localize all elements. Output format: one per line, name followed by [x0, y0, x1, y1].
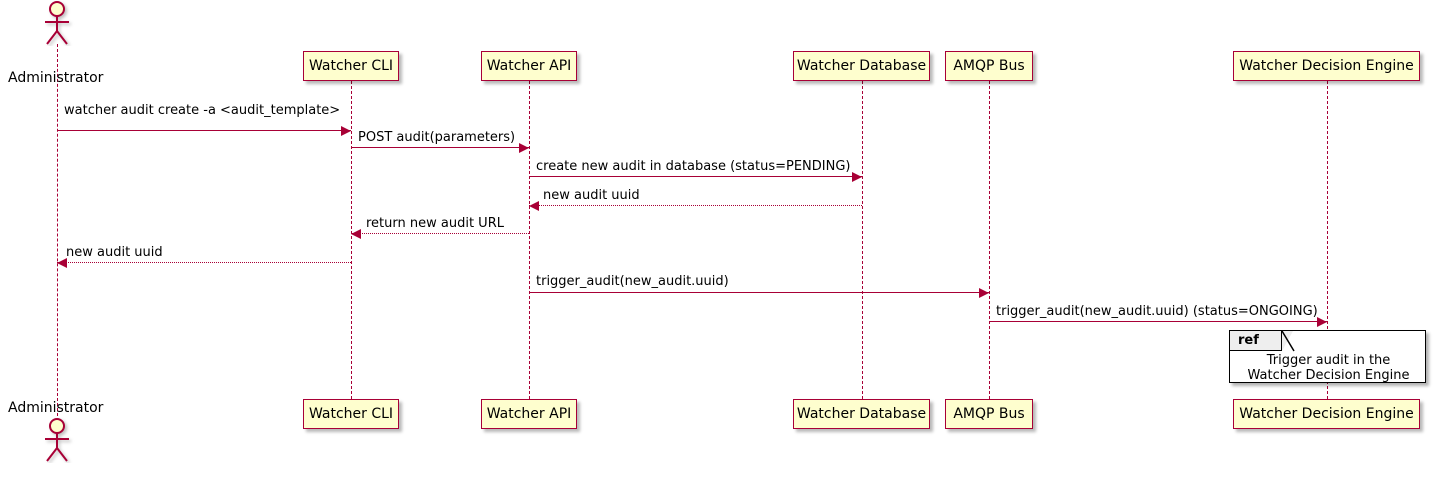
- participant-amqp-bus-bottom[interactable]: AMQP Bus: [945, 399, 1033, 429]
- actor-label-top: Administrator: [8, 70, 104, 86]
- message-label-m1: watcher audit create -a <audit_template>: [64, 103, 341, 118]
- arrow-head-right-m1: [341, 125, 351, 136]
- arrow-head-right-m2: [519, 142, 529, 153]
- lifeline-amqp-bus: [989, 81, 990, 399]
- message-line-m6: [57, 262, 351, 263]
- participant-label: Watcher Database: [796, 58, 927, 74]
- arrow-head-left-m4: [529, 200, 539, 211]
- message-line-m2: [351, 147, 529, 148]
- message-line-m1: [57, 130, 351, 131]
- lifeline-administrator: [57, 44, 58, 416]
- message-label-m4: new audit uuid: [543, 188, 640, 203]
- arrow-head-right-m8: [1317, 316, 1327, 327]
- message-line-m5: [351, 233, 529, 234]
- actor-label-bottom: Administrator: [8, 400, 104, 416]
- lifeline-watcher-cli: [351, 81, 352, 399]
- ref-fragment-body-line1: Trigger audit in the: [1266, 353, 1391, 368]
- participant-label: Watcher API: [486, 58, 572, 74]
- participant-watcher-database-top[interactable]: Watcher Database: [793, 51, 930, 81]
- participant-label: Watcher API: [486, 406, 572, 422]
- participant-watcher-api-bottom[interactable]: Watcher API: [481, 399, 577, 429]
- lifeline-decision-engine: [1327, 81, 1328, 399]
- participant-label: AMQP Bus: [953, 58, 1025, 74]
- message-label-m8: trigger_audit(new_audit.uuid) (status=ON…: [996, 304, 1318, 319]
- participant-label: Watcher Decision Engine: [1239, 58, 1414, 74]
- participant-label: Watcher Decision Engine: [1239, 406, 1414, 422]
- lifeline-watcher-api: [529, 81, 530, 399]
- message-line-m8: [989, 321, 1327, 322]
- arrow-head-right-m7: [979, 287, 989, 298]
- message-label-m2: POST audit(parameters): [358, 130, 516, 145]
- message-line-m7: [529, 292, 989, 293]
- participant-decision-engine-top[interactable]: Watcher Decision Engine: [1233, 51, 1420, 81]
- arrow-head-left-m5: [351, 228, 361, 239]
- lifeline-watcher-database: [862, 81, 863, 399]
- participant-watcher-cli-top[interactable]: Watcher CLI: [303, 51, 399, 81]
- message-label-m7: trigger_audit(new_audit.uuid): [536, 274, 729, 289]
- message-label-m5: return new audit URL: [366, 216, 504, 231]
- participant-watcher-database-bottom[interactable]: Watcher Database: [793, 399, 930, 429]
- participant-watcher-api-top[interactable]: Watcher API: [481, 51, 577, 81]
- message-label-m6: new audit uuid: [66, 245, 163, 260]
- ref-fragment-body-line2: Watcher Decision Engine: [1247, 368, 1410, 383]
- participant-label: Watcher CLI: [308, 58, 394, 74]
- ref-fragment-tab-notch-edge: [1281, 330, 1297, 352]
- participant-label: Watcher CLI: [308, 406, 394, 422]
- participant-watcher-cli-bottom[interactable]: Watcher CLI: [303, 399, 399, 429]
- participant-label: Watcher Database: [796, 406, 927, 422]
- actor-figure-bottom: [35, 417, 79, 463]
- participant-label: AMQP Bus: [953, 406, 1025, 422]
- arrow-head-right-m3: [852, 171, 862, 182]
- ref-fragment-tab-label: ref: [1238, 333, 1259, 348]
- participant-amqp-bus-top[interactable]: AMQP Bus: [945, 51, 1033, 81]
- arrow-head-left-m6: [57, 257, 67, 268]
- message-line-m4: [529, 205, 862, 206]
- participant-decision-engine-bottom[interactable]: Watcher Decision Engine: [1233, 399, 1420, 429]
- ref-fragment-tab: ref: [1230, 331, 1282, 351]
- actor-figure-top: [35, 0, 79, 46]
- message-label-m3: create new audit in database (status=PEN…: [536, 159, 851, 174]
- message-line-m3: [529, 176, 862, 177]
